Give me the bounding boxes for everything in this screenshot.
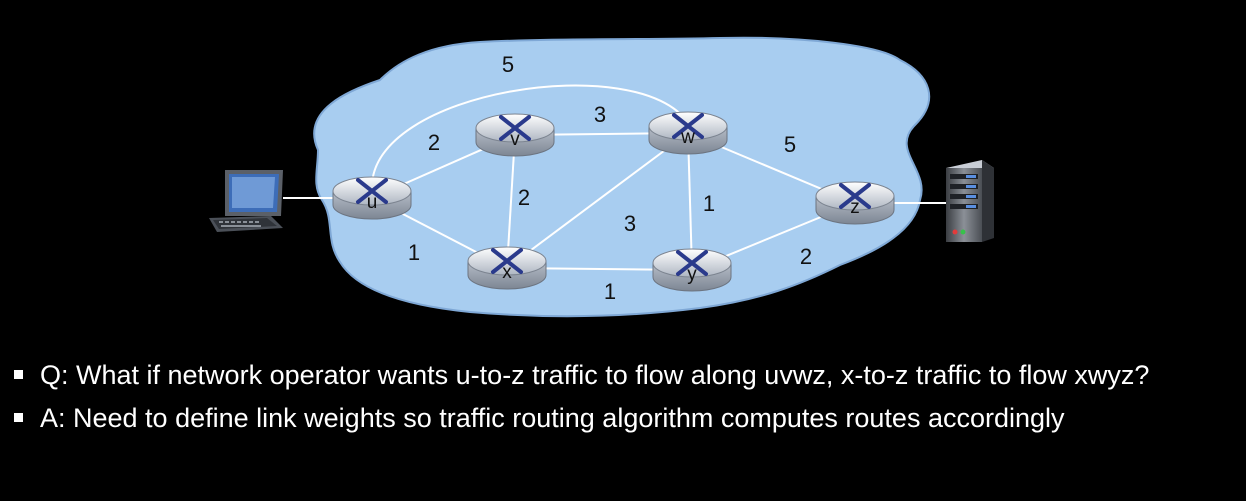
router-x-icon xyxy=(676,250,708,276)
router-x-icon xyxy=(491,248,523,274)
router-label-w: w xyxy=(680,127,695,148)
bullet-answer-text: A: Need to define link weights so traffi… xyxy=(40,403,1065,433)
link-w-y xyxy=(687,132,693,271)
server-icon xyxy=(946,160,994,242)
link-weight-w-z: 5 xyxy=(784,132,796,157)
router-label-u: u xyxy=(367,192,378,213)
router-v: v xyxy=(475,113,555,157)
link-weight-y-z: 2 xyxy=(800,244,812,269)
router-x-icon xyxy=(672,113,704,139)
router-x: x xyxy=(467,246,547,290)
link-weight-w-y: 1 xyxy=(703,191,715,216)
link-weight-x-w: 3 xyxy=(624,211,636,236)
link-weight-u-v: 2 xyxy=(428,130,440,155)
link-weight-x-y: 1 xyxy=(604,279,616,304)
routers-layer: u v w x y z xyxy=(332,111,895,292)
host-links-layer xyxy=(283,197,946,204)
laptop-icon xyxy=(209,170,283,232)
link-x-w xyxy=(506,132,689,269)
router-w: w xyxy=(648,111,728,155)
router-u: u xyxy=(332,176,412,220)
bullet-answer: A: Need to define link weights so traffi… xyxy=(14,403,1239,434)
router-x-icon xyxy=(356,178,388,204)
router-z: z xyxy=(815,181,895,225)
link-weight-v-x: 2 xyxy=(518,185,530,210)
link-v-x xyxy=(506,134,516,269)
router-y: y xyxy=(652,248,732,292)
link-weight-v-w: 3 xyxy=(594,102,606,127)
router-label-y: y xyxy=(687,264,697,285)
link-weights-layer: 2 1 5 3 2 3 1 1 5 2 xyxy=(408,52,812,304)
network-diagram: 2 1 5 3 2 3 1 1 5 2 xyxy=(209,36,994,318)
bullet-question: Q: What if network operator wants u-to-z… xyxy=(14,360,1239,391)
bullet-question-text: Q: What if network operator wants u-to-z… xyxy=(40,360,1150,390)
router-label-v: v xyxy=(510,129,520,150)
link-weight-u-w: 5 xyxy=(502,52,514,77)
router-x-icon xyxy=(839,183,871,209)
bullet-list: Q: What if network operator wants u-to-z… xyxy=(14,360,1239,446)
router-label-x: x xyxy=(502,262,512,283)
bullet-square-icon xyxy=(14,413,23,422)
bullet-square-icon xyxy=(14,370,23,379)
link-u-w xyxy=(370,84,689,189)
link-weight-u-x: 1 xyxy=(408,240,420,265)
router-x-icon xyxy=(499,115,531,141)
router-label-z: z xyxy=(850,197,860,218)
network-cloud xyxy=(313,36,931,318)
